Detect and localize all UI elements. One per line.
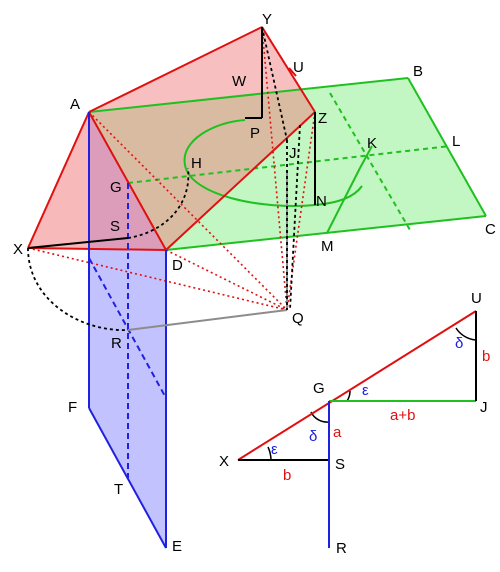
label-T: T xyxy=(114,481,123,498)
angle-label-delta-top: δ xyxy=(455,335,463,352)
label-A: A xyxy=(70,96,80,113)
side-label-b-vertical: b xyxy=(482,348,490,365)
angle-label-delta-bottom: δ xyxy=(309,428,317,445)
small-triangle-diagram: U G J X S R b a+b a b ε ε δ δ xyxy=(219,290,490,557)
green-lines xyxy=(88,77,487,251)
green-dashed-lines xyxy=(127,92,451,231)
label-Y: Y xyxy=(262,11,272,28)
label-P: P xyxy=(250,125,260,142)
label-M: M xyxy=(321,238,334,255)
hypotenuse-xu xyxy=(237,310,477,461)
label-Q: Q xyxy=(292,310,304,327)
label-W: W xyxy=(232,73,247,90)
angle-label-epsilon-top: ε xyxy=(362,382,369,399)
label-B: B xyxy=(413,63,423,80)
red-plane xyxy=(89,27,315,250)
small-label-U: U xyxy=(471,290,482,307)
black-lines xyxy=(27,27,316,249)
label-R: R xyxy=(111,335,122,352)
label-U: U xyxy=(293,59,304,76)
label-L: L xyxy=(452,133,460,150)
side-label-b-bottom: b xyxy=(283,467,291,484)
angle-label-epsilon-bottom: ε xyxy=(271,441,278,458)
point-labels: Y U B W A Z P K L J H G N S C M X D Q R … xyxy=(13,11,496,555)
small-label-R: R xyxy=(336,540,347,557)
label-E: E xyxy=(172,538,182,555)
label-D: D xyxy=(172,257,183,274)
small-label-G: G xyxy=(313,380,325,397)
red-triangle-axd xyxy=(28,112,166,250)
label-K: K xyxy=(367,135,377,152)
small-label-S: S xyxy=(335,456,345,473)
side-label-a: a xyxy=(333,424,342,441)
label-F: F xyxy=(68,399,77,416)
label-C: C xyxy=(485,221,496,238)
blue-dashed-lines xyxy=(88,183,167,478)
label-N: N xyxy=(316,193,327,210)
label-J: J xyxy=(289,145,297,162)
label-H: H xyxy=(191,155,202,172)
label-X: X xyxy=(13,241,23,258)
small-label-X: X xyxy=(219,453,229,470)
angle-arc-delta-top xyxy=(455,327,477,341)
label-G: G xyxy=(110,179,122,196)
label-Z: Z xyxy=(318,110,327,127)
black-dotted-lines xyxy=(27,26,301,331)
small-label-J: J xyxy=(480,399,488,416)
label-S: S xyxy=(110,218,120,235)
side-label-a-plus-b: a+b xyxy=(390,407,415,424)
